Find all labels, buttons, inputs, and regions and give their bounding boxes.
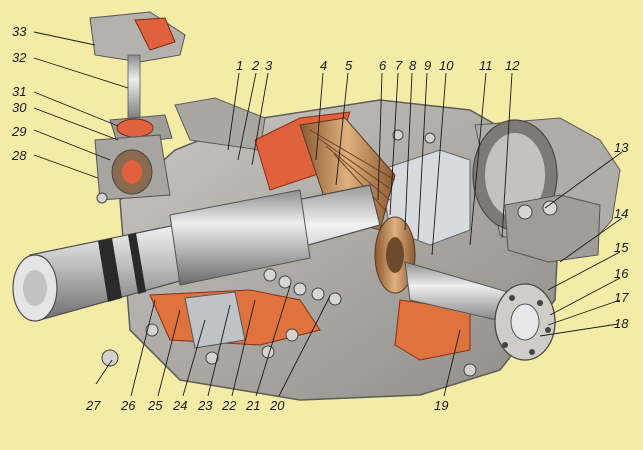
label-28: 28 (11, 148, 27, 163)
pinion-gear (374, 216, 416, 294)
main-shaft-end-inner (23, 270, 47, 306)
shaft-band-1 (98, 238, 122, 302)
lower-block (184, 291, 246, 349)
label-21: 21 (245, 398, 260, 413)
label-25: 25 (147, 398, 163, 413)
label-17: 17 (614, 290, 629, 305)
label-32: 32 (12, 50, 27, 65)
label-8: 8 (409, 58, 417, 73)
label-10: 10 (439, 58, 454, 73)
top-mount-assembly (89, 11, 186, 204)
label-31: 31 (12, 84, 26, 99)
shaft-sleeve (169, 189, 311, 286)
label-20: 20 (269, 398, 285, 413)
label-4: 4 (320, 58, 327, 73)
flange-bolt-5 (502, 342, 508, 348)
flange-bolt-4 (529, 349, 535, 355)
housing-bolt-3 (205, 351, 219, 365)
label-23: 23 (197, 398, 213, 413)
label-27: 27 (85, 398, 101, 413)
label-33: 33 (12, 24, 27, 39)
label-13: 13 (614, 140, 629, 155)
housing-flange-left (174, 97, 266, 151)
label-2: 2 (251, 58, 260, 73)
label-30: 30 (12, 100, 27, 115)
shaft-band-2 (128, 233, 146, 294)
label-19: 19 (434, 398, 448, 413)
label-16: 16 (614, 266, 629, 281)
label-7: 7 (395, 58, 403, 73)
label-5: 5 (345, 58, 353, 73)
right-end-ring-inner (485, 133, 545, 217)
housing-bolt-8 (424, 132, 436, 144)
label-11: 11 (479, 58, 493, 73)
bearing-row (263, 268, 342, 306)
bracket-bolt-2 (542, 200, 558, 216)
label-6: 6 (379, 58, 387, 73)
housing-bolt-6 (463, 363, 477, 377)
flange-bolt-2 (537, 300, 543, 306)
output-flange-hub (510, 303, 540, 341)
label-24: 24 (172, 398, 187, 413)
label-12: 12 (505, 58, 520, 73)
label-15: 15 (614, 240, 629, 255)
flange-bolt-3 (545, 327, 551, 333)
bracket-bolt-1 (517, 204, 533, 220)
label-1: 1 (236, 58, 243, 73)
label-26: 26 (120, 398, 136, 413)
label-14: 14 (614, 206, 628, 221)
leader-lines (33, 31, 623, 397)
housing-bolt-2 (145, 323, 159, 337)
label-9: 9 (424, 58, 431, 73)
label-22: 22 (221, 398, 237, 413)
housing-bolt-7 (392, 129, 404, 141)
housing-bolt-1 (101, 349, 119, 367)
label-29: 29 (11, 124, 26, 139)
flange-bolt-1 (509, 295, 515, 301)
housing-bolt-5 (285, 328, 299, 342)
label-18: 18 (614, 316, 629, 331)
label-3: 3 (265, 58, 273, 73)
